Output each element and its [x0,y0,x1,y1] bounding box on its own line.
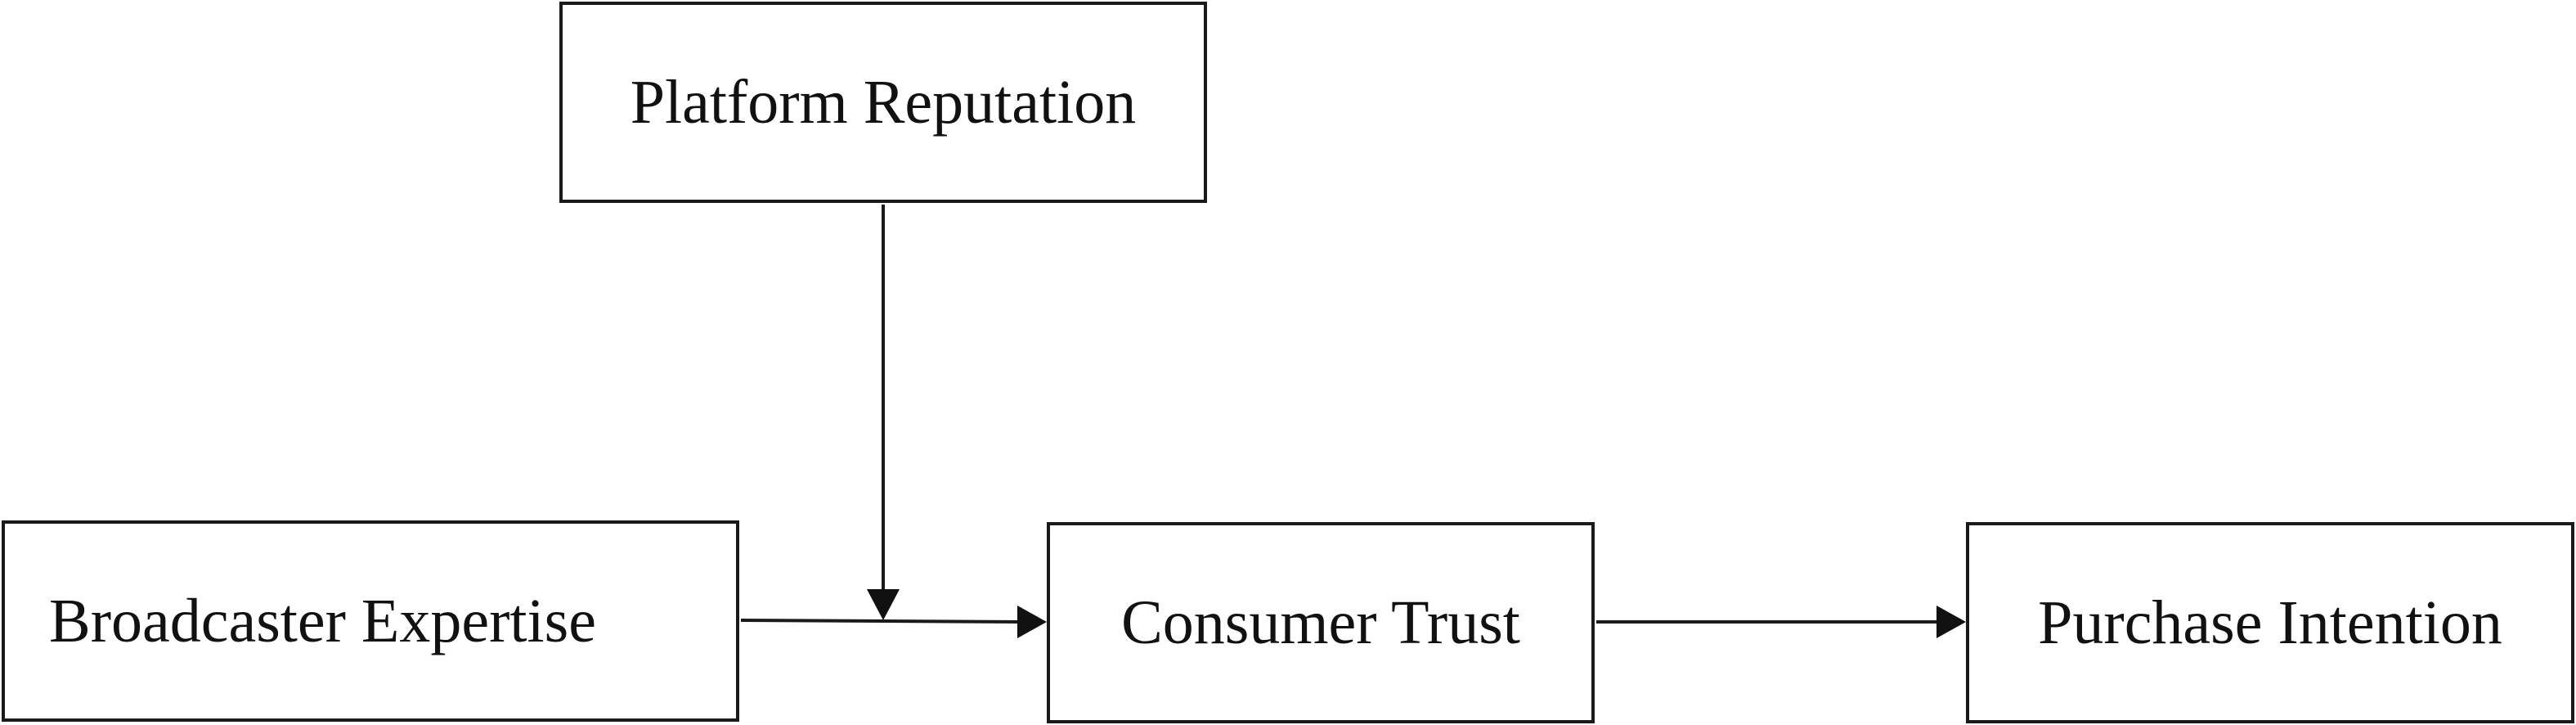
consumer-trust-box: Consumer Trust [1047,522,1595,723]
platform-reputation-box: Platform Reputation [559,2,1207,203]
purchase-intention-box: Purchase Intention [1966,522,2574,723]
consumer-trust-label: Consumer Trust [1121,588,1520,657]
arrowhead-purchase [1936,606,1966,638]
platform-reputation-label: Platform Reputation [630,68,1137,137]
arrow-expertise-to-trust-line [740,619,1021,624]
arrowhead-moderation [867,589,900,620]
arrowhead-trust [1017,606,1047,638]
purchase-intention-label: Purchase Intention [2038,588,2502,657]
broadcaster-expertise-label: Broadcaster Expertise [49,587,596,655]
broadcaster-expertise-box: Broadcaster Expertise [2,520,739,722]
